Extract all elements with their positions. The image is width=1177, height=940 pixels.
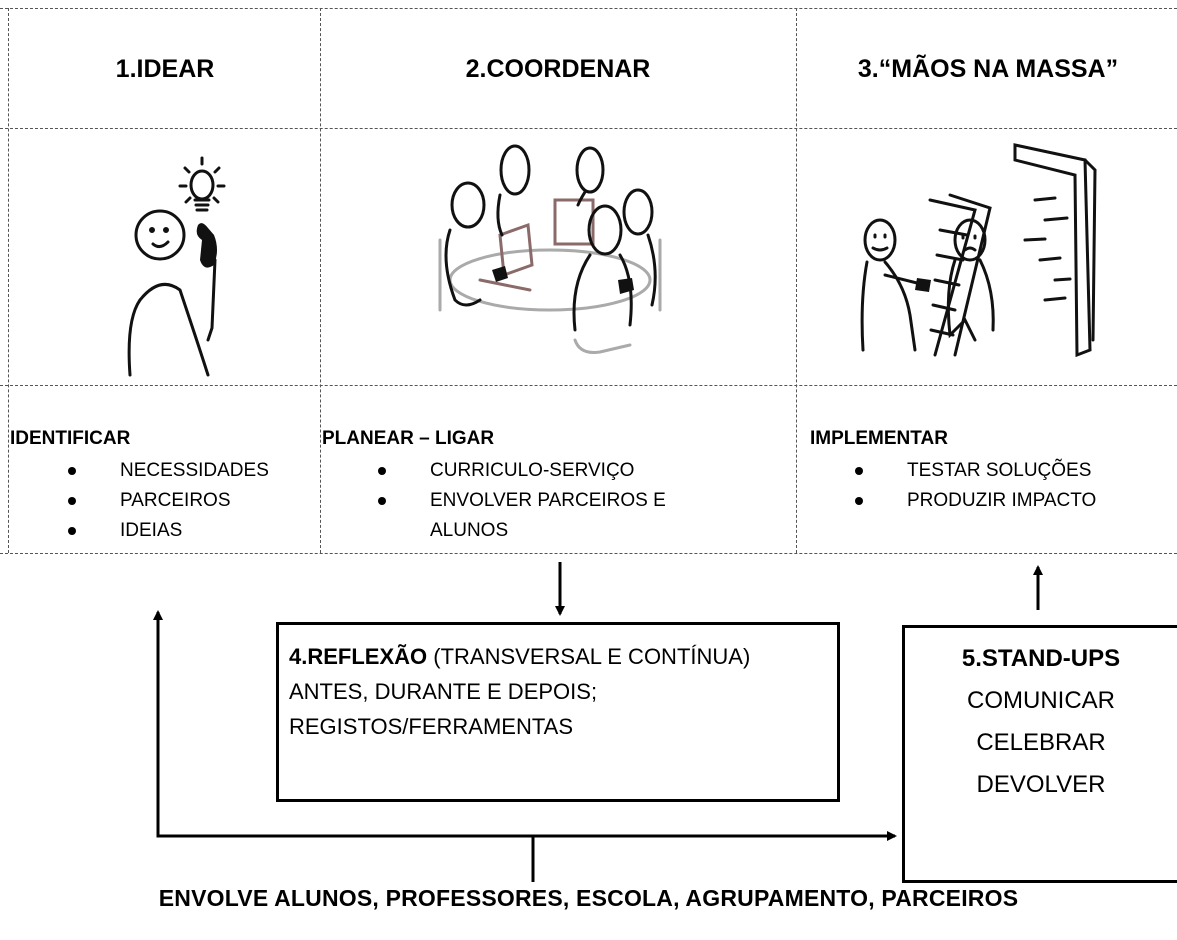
reflexao-box: 4.REFLEXÃO (TRANSVERSAL E CONTÍNUA) ANTE… [276, 622, 840, 802]
list-item: PARCEIROS [60, 486, 320, 516]
list-maos-na-massa: TESTAR SOLUÇÕES PRODUZIR IMPACTO [847, 456, 1177, 516]
reflexao-line-2: REGISTOS/FERRAMENTAS [289, 714, 574, 739]
standups-item: COMUNICAR [967, 687, 1115, 714]
cell-heading-planear-ligar: PLANEAR – LIGAR [322, 428, 495, 449]
list-item: TESTAR SOLUÇÕES [847, 456, 1177, 486]
reflexao-subtitle: (TRANSVERSAL E CONTÍNUA) [433, 644, 751, 669]
reflexao-line-1: ANTES, DURANTE E DEPOIS; [289, 679, 598, 704]
phase-title-idear: 1.IDEAR [115, 55, 215, 83]
table-col-divider-1 [320, 8, 321, 553]
cell-heading-implementar: IMPLEMENTAR [810, 428, 948, 449]
reflexao-title-line: 4.REFLEXÃO (TRANSVERSAL E CONTÍNUA) [289, 639, 837, 674]
cell-heading-identificar: IDENTIFICAR [10, 428, 131, 449]
footer-participants: ENVOLVE ALUNOS, PROFESSORES, ESCOLA, AGR… [158, 885, 1019, 911]
standups-item: DEVOLVER [976, 771, 1106, 798]
builders-ladder-wall-icon [860, 143, 1097, 358]
reflexao-title: 4.REFLEXÃO [289, 644, 428, 669]
list-coordenar: CURRICULO-SERVIÇO ENVOLVER PARCEIROS E A… [370, 456, 790, 546]
list-item: IDEIAS [60, 516, 320, 546]
list-item: NECESSIDADES [60, 456, 320, 486]
table-row-divider-2 [0, 385, 1177, 386]
list-idear: NECESSIDADES PARCEIROS IDEIAS [60, 456, 320, 546]
phase-title-maos-na-massa: 3.“MÃOS NA MASSA” [857, 55, 1119, 83]
person-with-idea-icon [127, 156, 226, 377]
phase-title-coordenar: 2.COORDENAR [465, 55, 651, 83]
standups-box: 5.STAND-UPS COMUNICAR CELEBRAR DEVOLVER [902, 625, 1177, 883]
table-row-divider-1 [0, 128, 1177, 129]
table-top-border [0, 8, 1177, 9]
list-item: ENVOLVER PARCEIROS E ALUNOS [370, 486, 730, 546]
meeting-group-icon [438, 144, 662, 354]
table-col-divider-2 [796, 8, 797, 553]
list-item: PRODUZIR IMPACTO [847, 486, 1177, 516]
standups-item: CELEBRAR [976, 729, 1106, 756]
standups-title: 5.STAND-UPS [961, 645, 1121, 672]
list-item: CURRICULO-SERVIÇO [370, 456, 790, 486]
table-bottom-border [0, 553, 1177, 554]
table-left-border [8, 8, 9, 553]
